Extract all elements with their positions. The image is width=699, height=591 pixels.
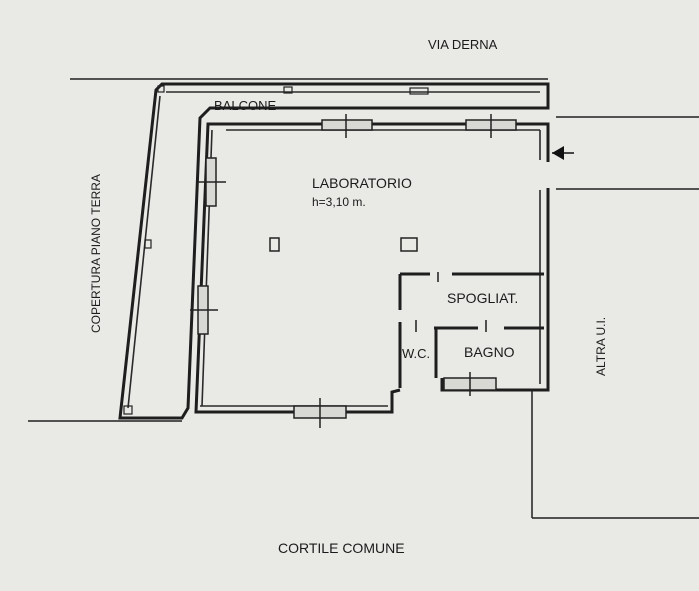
balcony-outline <box>118 82 550 420</box>
height-label: h=3,10 m. <box>312 195 366 209</box>
courtyard-label: CORTILE COMUNE <box>278 540 405 556</box>
balcony-mark-1 <box>283 86 293 94</box>
street-label: VIA DERNA <box>428 37 498 52</box>
balcony-mark-2 <box>409 87 429 95</box>
window-bottom <box>293 398 347 428</box>
balcony-bottom-mark <box>123 405 133 415</box>
window-top-right <box>465 114 517 138</box>
pillar-right <box>400 237 418 252</box>
roof-cover-label: COPERTURA PIANO TERRA <box>89 174 103 333</box>
window-left-upper <box>198 157 226 207</box>
balcony-corner-mark <box>157 85 165 93</box>
balcony-railing-line <box>127 95 161 409</box>
window-top-left <box>321 114 373 138</box>
balcony-side-mark <box>144 239 152 249</box>
pillar-left <box>269 237 280 252</box>
door-jamb-marks <box>415 272 487 332</box>
entrance-arrow-icon <box>552 146 574 160</box>
bath-label: BAGNO <box>464 344 515 360</box>
window-left-lower <box>190 285 218 335</box>
other-unit-label: ALTRA U.I. <box>594 317 608 376</box>
window-bath <box>443 372 497 396</box>
wc-label: W.C. <box>402 346 430 361</box>
changing-room-label: SPOGLIAT. <box>447 290 518 306</box>
lab-label: LABORATORIO <box>312 175 412 191</box>
balcony-label: BALCONE <box>214 98 276 113</box>
